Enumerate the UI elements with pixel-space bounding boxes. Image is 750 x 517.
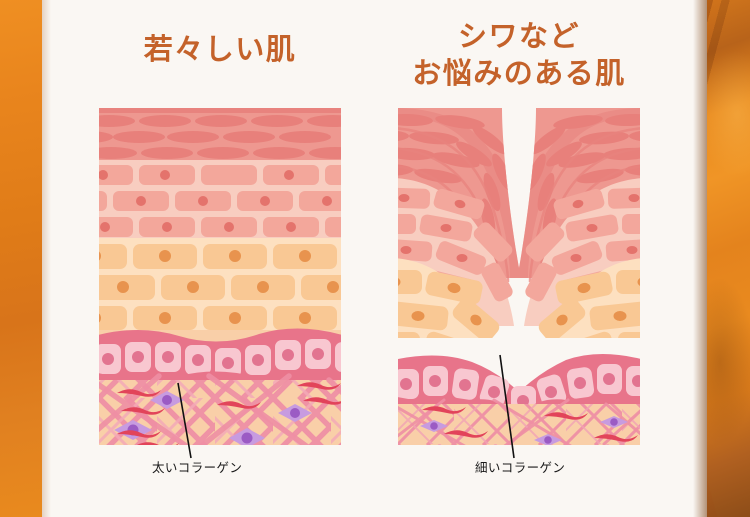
- caption-thick-collagen: 太いコラーゲン: [152, 460, 243, 475]
- panel-title-wrinkled: シワなど お悩みのある肌: [398, 18, 640, 92]
- panel-title-wrinkled-line1: シワなど: [457, 19, 580, 53]
- skin-diagram-wrinkled: [398, 108, 640, 445]
- caption-thin-collagen: 細いコラーゲン: [475, 460, 566, 475]
- panel-title-youthful: 若々しい肌: [143, 32, 297, 66]
- left-band-shadow: [42, 0, 51, 517]
- leader-line-left: [177, 382, 192, 459]
- right-orange-band: [707, 0, 750, 517]
- skin-diagram-youthful: [99, 108, 341, 445]
- right-band-highlight: [707, 0, 750, 517]
- leader-line-right: [499, 354, 515, 459]
- left-orange-band: [0, 0, 42, 517]
- right-band-texture: [707, 0, 750, 517]
- panel-title-wrinkled-line2: お悩みのある肌: [412, 56, 626, 91]
- right-band-shadow: [693, 0, 707, 517]
